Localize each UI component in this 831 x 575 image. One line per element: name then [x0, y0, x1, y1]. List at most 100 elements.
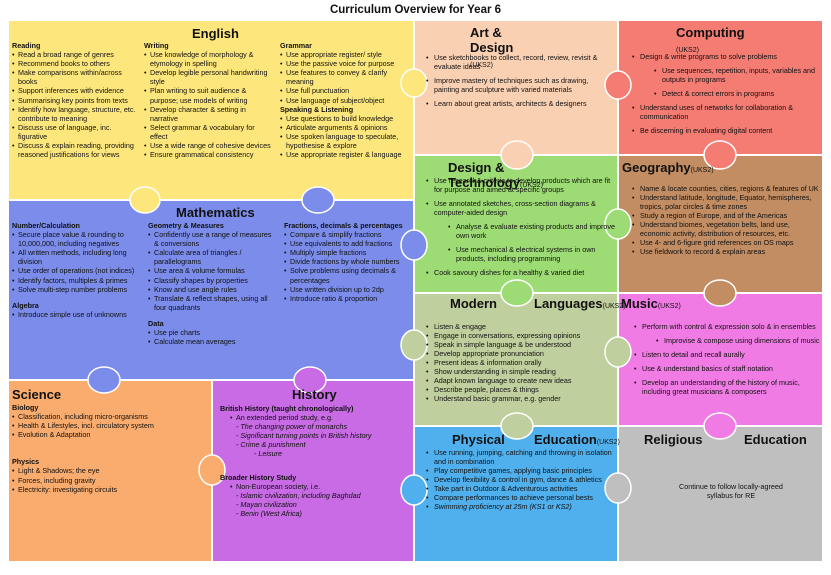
list-item: Use & understand basics of staff notatio…	[632, 364, 820, 373]
number-heading: Number/Calculation	[12, 221, 80, 230]
list-item: Calculate area of triangles / parallelog…	[148, 248, 278, 266]
history-sub-item: - Benin (West Africa)	[236, 508, 302, 518]
list-item: Read a broad range of genres	[12, 50, 140, 59]
list-item: Compare & simplify fractions	[284, 230, 408, 239]
music-title: Music(UKS2)	[621, 296, 681, 311]
list-item: Use the passive voice for purpose	[280, 59, 406, 68]
computing-tag: (UKS2)	[676, 47, 699, 54]
history-sub-item: - The changing power of monarchs	[236, 422, 348, 432]
english-writing: Writing Use knowledge of morphology & et…	[144, 41, 274, 159]
science-title: Science	[12, 387, 62, 402]
geometry-heading: Geometry & Measures	[148, 221, 224, 230]
list-item: Solve problems using decimals & percenta…	[284, 266, 408, 284]
maths-number: Number/Calculation Secure place value & …	[12, 221, 144, 319]
re-title-right: Education	[744, 432, 807, 447]
list-item: Develop flexibility & control in gym, da…	[424, 475, 614, 484]
list-item: Evolution & Adaptation	[12, 430, 208, 439]
list-item: Develop an understanding of the history …	[632, 378, 820, 396]
list-item: Develop legible personal handwriting sty…	[144, 68, 274, 86]
re-body: Continue to follow locally-agreed syllab…	[679, 482, 783, 500]
list-item: Use mechanical & electrical systems in o…	[446, 245, 616, 263]
computing-title-text: Computing	[676, 25, 745, 40]
art-title: Art & Design (UKS2)	[470, 25, 513, 70]
computing-list: Design & write programs to solve problem…	[630, 52, 818, 140]
mfl-title-right-text: Languages	[534, 296, 603, 311]
list-item: Ensure grammatical consistency	[144, 150, 274, 159]
list-item: Be discerning in evaluating digital cont…	[630, 126, 818, 135]
re-title-left: Religious	[644, 432, 703, 447]
physics-heading: Physics	[12, 457, 40, 467]
history-sub-item: - Mayan civilization	[236, 499, 297, 509]
list-item: An extended period study, e.g.	[230, 413, 410, 422]
list-item: Recommend books to others	[12, 59, 140, 68]
maths-geometry: Geometry & Measures Confidently use a ra…	[148, 221, 278, 346]
list-item: Play competitive games, applying basic p…	[424, 466, 614, 475]
mfl-list: Listen & engage Engage in conversations,…	[424, 322, 614, 403]
history-sub-item: - Significant turning points in British …	[236, 431, 372, 441]
list-item: Listen to detail and recall aurally	[632, 350, 820, 359]
list-item: Use running, jumping, catching and throw…	[424, 448, 614, 466]
list-item: Use research& criteria to develop produc…	[424, 176, 616, 194]
list-item: Select grammar & vocabulary for effect	[144, 123, 274, 141]
history-piece	[211, 379, 415, 563]
list-item: Use spoken language to speculate, hypoth…	[280, 132, 406, 150]
list-item: Light & Shadows; the eye	[12, 466, 208, 475]
data-heading: Data	[148, 318, 164, 328]
geography-title: Geography(UKS2)	[622, 160, 714, 175]
list-item: Study a region of Europe, and of the Ame…	[630, 211, 820, 220]
english-reading: Reading Read a broad range of genres Rec…	[12, 41, 140, 159]
list-item: Develop appropriate pronunciation	[424, 349, 614, 358]
history-sub-item: - Islamic civilization, including Baghda…	[236, 490, 361, 500]
history-sub-item: - Leisure	[254, 449, 282, 459]
list-item: Analyse & evaluate existing products and…	[446, 222, 616, 240]
pe-tag: (UKS2)	[596, 439, 620, 446]
maths-fractions: Fractions, decimals & percentages Compar…	[284, 221, 408, 303]
list-item: Present ideas & information orally	[424, 358, 614, 367]
list-item: Introduce simple use of unknowns	[12, 310, 144, 319]
pe-title-right: Education(UKS2)	[534, 432, 620, 447]
list-item: Design & write programs to solve problem…	[630, 52, 818, 61]
list-item: Describe people, places & things	[424, 385, 614, 394]
list-item: Multiply simple fractions	[284, 248, 408, 257]
list-item: Use questions to build knowledge	[280, 114, 406, 123]
speaking-heading: Speaking & Listening	[280, 104, 354, 114]
list-item: Understand basic grammar, e.g. gender	[424, 394, 614, 403]
list-item: Identify how language, structure, etc. c…	[12, 105, 140, 123]
list-item: Use a wide range of cohesive devices	[144, 141, 274, 150]
broader-history-heading: Broader History Study	[220, 472, 297, 482]
pe-title-left: Physical	[452, 432, 505, 447]
list-item: Use order of operations (not indices)	[12, 266, 144, 275]
list-item: Summarising key points from texts	[12, 96, 140, 105]
list-item: Use equivalents to add fractions	[284, 239, 408, 248]
list-item: All written methods, including long divi…	[12, 248, 144, 266]
list-item: Use written division up to 2dp	[284, 285, 408, 294]
art-title-text: Art & Design	[470, 25, 514, 55]
list-item: Confidently use a range of measures & co…	[148, 230, 278, 248]
list-item: Use pie charts	[148, 328, 278, 337]
art-list: Use sketchbooks to collect, record, revi…	[424, 53, 614, 113]
list-item: Engage in conversations, expressing opin…	[424, 331, 614, 340]
list-item: Speak in simple language & be understood	[424, 340, 614, 349]
list-item: Introduce ratio & proportion	[284, 294, 408, 303]
history-title: History	[292, 387, 337, 402]
list-item: Show understanding in simple reading	[424, 367, 614, 376]
computing-title: Computing (UKS2)	[676, 25, 745, 55]
list-item: Listen & engage	[424, 322, 614, 331]
list-item: Articulate arguments & opinions	[280, 123, 406, 132]
history-list: British History (taught chronologically)…	[220, 404, 410, 518]
pe-list: Use running, jumping, catching and throw…	[424, 448, 614, 511]
music-title-text: Music	[621, 296, 658, 311]
list-item: Detect & correct errors in programs	[652, 89, 818, 98]
list-item: Use 4- and 6-figure grid references on O…	[630, 238, 820, 247]
list-item: Perform with control & expression solo &…	[632, 322, 820, 331]
english-title: English	[192, 26, 239, 41]
list-item: Use knowledge of morphology & etymology …	[144, 50, 274, 68]
reading-heading: Reading	[12, 41, 41, 50]
list-item: Electricity: investigating circuits	[12, 485, 208, 494]
fractions-heading: Fractions, decimals & percentages	[284, 221, 403, 230]
list-item: Health & Lifestyles, incl. circulatory s…	[12, 421, 208, 430]
writing-heading: Writing	[144, 41, 169, 50]
mfl-title-left: Modern	[450, 296, 497, 311]
list-item: Make comparisons within/across books	[12, 68, 140, 86]
